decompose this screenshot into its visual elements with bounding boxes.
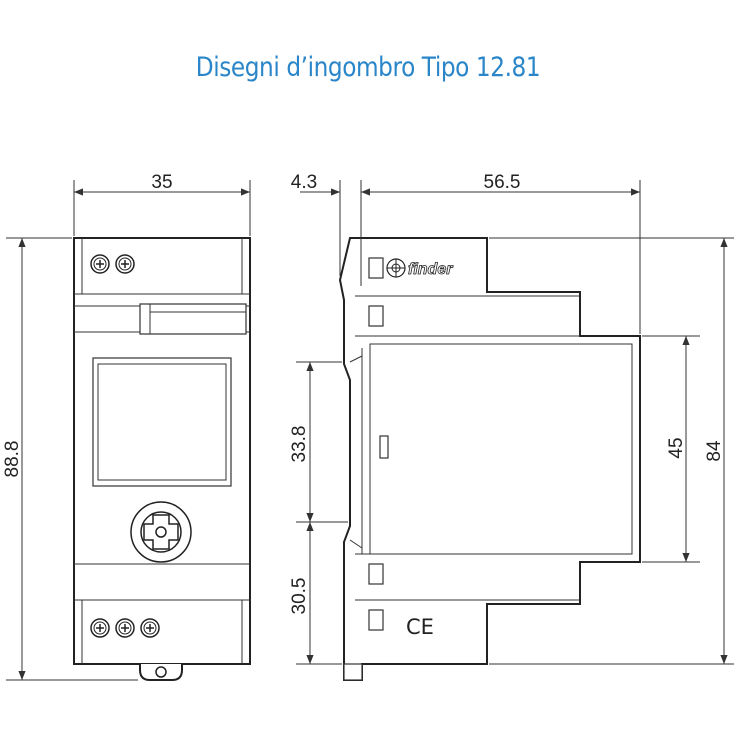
terminal-screw-icon — [90, 618, 110, 638]
rail-lower-label: 30.5 — [289, 578, 310, 615]
rail-upper-label: 33.8 — [289, 426, 310, 463]
terminal-screw-icon — [140, 618, 160, 638]
front-width-label: 35 — [151, 172, 172, 193]
slot-marker — [368, 257, 384, 279]
display-window — [92, 357, 232, 487]
front-view — [73, 237, 251, 681]
side-offset-label: 4.3 — [291, 172, 317, 193]
ce-mark-icon: CE — [406, 615, 434, 639]
side-view: finder CE — [338, 237, 641, 681]
total-height-label: 84 — [704, 440, 725, 462]
terminal-screw-icon — [90, 254, 110, 274]
slot-marker — [368, 609, 384, 631]
cover-latch — [379, 435, 389, 459]
drawing-title: Disegni d’ingombro Tipo 12.81 — [195, 52, 541, 83]
svg-text:finder: finder — [408, 261, 453, 278]
slot-marker — [368, 563, 384, 585]
slot-marker — [368, 305, 384, 327]
cover-height-label: 45 — [666, 437, 687, 458]
finder-logo-icon: finder — [386, 258, 454, 278]
side-housing — [338, 237, 641, 681]
terminal-screw-icon — [115, 618, 135, 638]
front-label-tab — [139, 303, 247, 335]
side-depth-label: 56.5 — [484, 172, 521, 193]
setting-knob-icon — [130, 501, 192, 563]
front-height-label: 88.8 — [2, 441, 23, 478]
terminal-screw-icon — [115, 254, 135, 274]
